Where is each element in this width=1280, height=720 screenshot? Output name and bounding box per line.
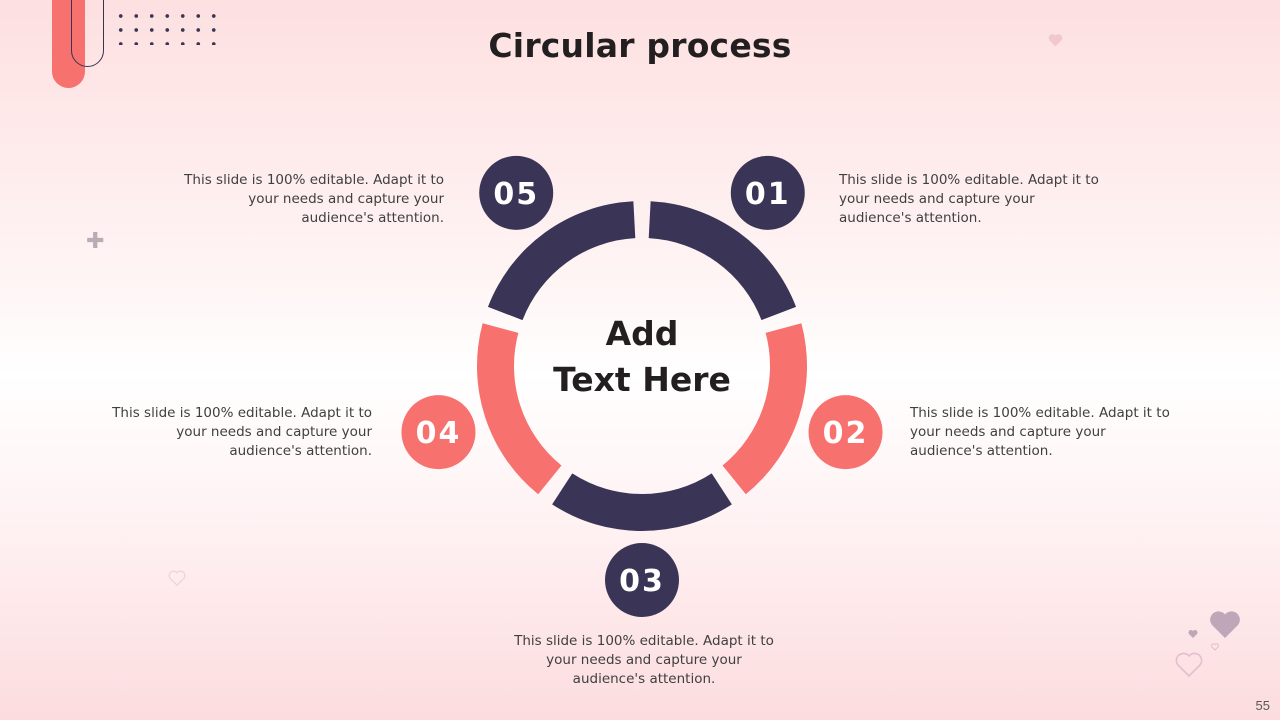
heart-outline-icon bbox=[168, 570, 186, 586]
step-number-03: 03 bbox=[619, 564, 665, 599]
step-02-description: This slide is 100% editable. Adapt it to… bbox=[839, 172, 1099, 226]
step-badge-03 bbox=[605, 543, 679, 617]
process-segment-02 bbox=[722, 323, 807, 495]
process-segment-01 bbox=[648, 201, 797, 321]
center-text-line-1: Add bbox=[606, 314, 679, 353]
step-number-04: 04 bbox=[416, 416, 462, 451]
step-badge-04 bbox=[401, 395, 476, 470]
center-text-line-2: Text Here bbox=[553, 360, 731, 399]
dot-grid-decoration bbox=[113, 9, 227, 45]
step-number-02: 02 bbox=[823, 416, 869, 451]
step-04-description: This slide is 100% editable. Adapt it to… bbox=[514, 633, 774, 687]
step-number-05: 05 bbox=[493, 177, 539, 212]
process-segment-04 bbox=[477, 323, 562, 495]
process-segment-05 bbox=[487, 201, 636, 321]
step-03-description: This slide is 100% editable. Adapt it to… bbox=[910, 405, 1170, 459]
plus-icon: ✚ bbox=[86, 228, 105, 253]
step-badge-01 bbox=[730, 155, 805, 230]
step-badge-02 bbox=[808, 395, 883, 470]
step-number-01: 01 bbox=[745, 177, 791, 212]
outline-pill-decoration bbox=[71, 0, 104, 67]
step-05-description: This slide is 100% editable. Adapt it to… bbox=[112, 405, 372, 459]
step-badge-05 bbox=[479, 155, 554, 230]
page-number: 55 bbox=[1255, 698, 1270, 713]
page-title: Circular process bbox=[488, 26, 792, 65]
coral-pill-decoration bbox=[52, 0, 85, 88]
heart-icon bbox=[1048, 34, 1063, 47]
hearts-cluster-icon bbox=[1175, 611, 1240, 678]
step-01-description: This slide is 100% editable. Adapt it to… bbox=[184, 172, 444, 226]
process-segment-03 bbox=[552, 473, 732, 531]
